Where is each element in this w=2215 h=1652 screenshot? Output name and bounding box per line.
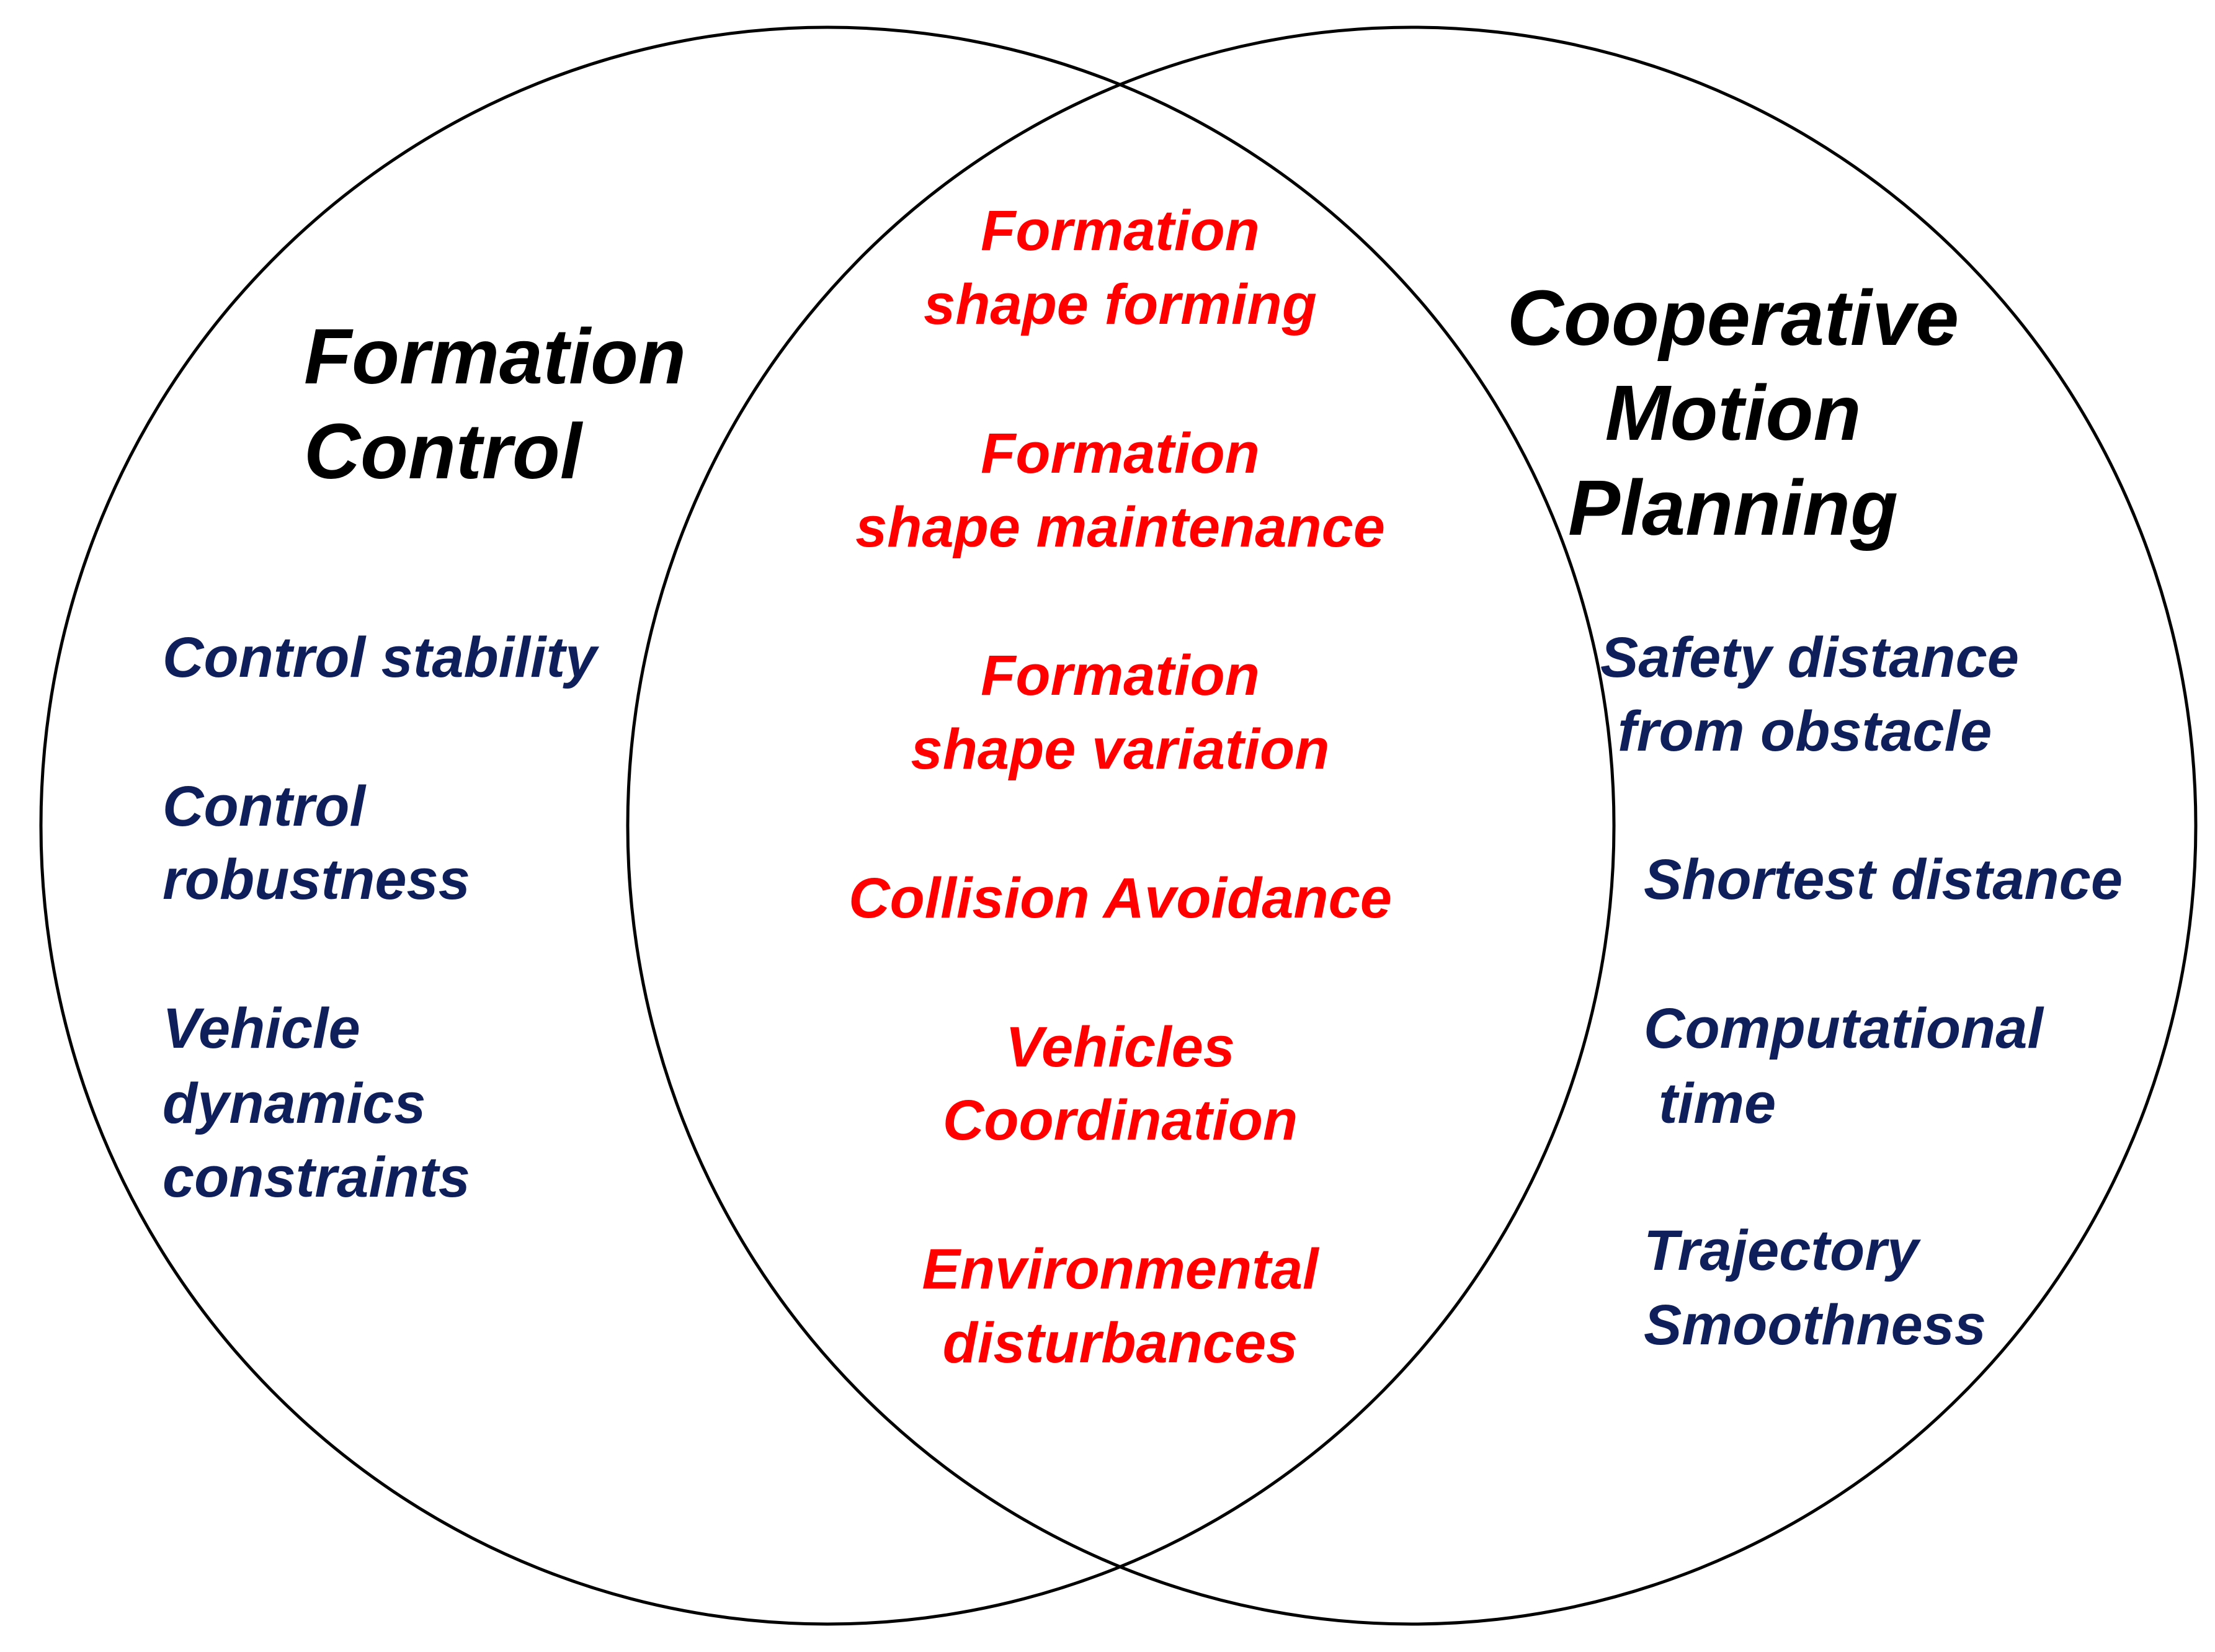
mid-item-shape-variation-line1: Formation	[981, 644, 1260, 707]
mid-item-vehicles-coordination-line2: Coordination	[942, 1089, 1298, 1152]
right-item-trajectory-line2: Smoothness	[1644, 1293, 1987, 1357]
mid-item-shape-forming-line2: shape forming	[924, 273, 1317, 336]
left-item-vehicle-line3: constraints	[163, 1146, 470, 1209]
right-item-computational-line1: Computational	[1644, 997, 2043, 1060]
right-item-computational-line2: time	[1659, 1072, 1776, 1135]
left-item-vehicle-line2: dynamics	[163, 1072, 426, 1135]
mid-item-shape-forming-line1: Formation	[981, 199, 1260, 262]
left-item-control-stability: Control stability	[163, 626, 597, 689]
left-title-line1: Formation	[304, 313, 686, 400]
left-item-vehicle-line1: Vehicle	[163, 997, 360, 1060]
right-title-line1: Cooperative	[1507, 274, 1959, 362]
mid-item-shape-maintenance-line1: Formation	[981, 422, 1260, 485]
mid-item-shape-maintenance-line2: shape maintenance	[855, 496, 1385, 559]
left-title-line2: Control	[304, 408, 582, 495]
right-item-shortest-distance: Shortest distance	[1644, 848, 2123, 911]
mid-item-collision-avoidance: Collision Avoidance	[849, 867, 1392, 930]
right-item-trajectory-line1: Trajectory	[1644, 1219, 1919, 1282]
mid-item-vehicles-coordination-line1: Vehicles	[1005, 1016, 1235, 1079]
mid-item-environmental-line2: disturbances	[942, 1311, 1298, 1375]
left-item-control-robustness-line1: Control	[163, 775, 366, 838]
left-circle	[39, 25, 1616, 1626]
right-circle	[626, 25, 2198, 1626]
right-item-safety-line2: from obstacle	[1618, 700, 1992, 763]
right-title-line2: Motion	[1605, 369, 1861, 457]
mid-item-shape-variation-line2: shape variation	[911, 718, 1330, 781]
left-item-control-robustness-line2: robustness	[163, 848, 470, 911]
right-title-line3: Planning	[1568, 464, 1898, 551]
mid-item-environmental-line1: Environmental	[922, 1238, 1319, 1301]
right-item-safety-line1: Safety distance	[1600, 626, 2019, 689]
